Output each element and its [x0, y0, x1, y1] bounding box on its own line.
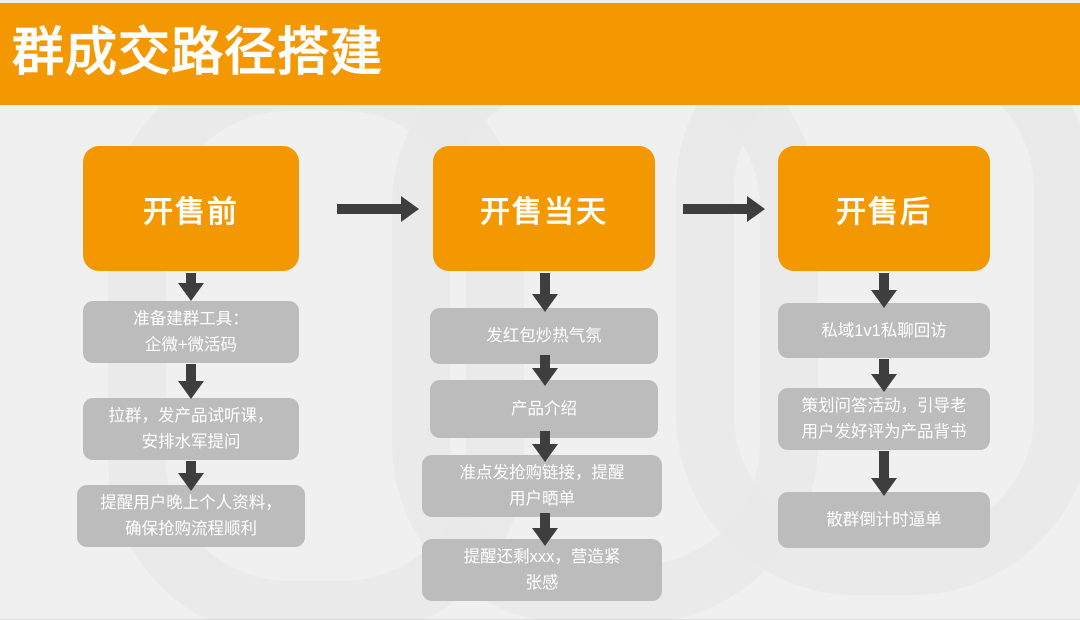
- step-line: 准备建群工具：: [133, 310, 249, 328]
- stage-header-before-sale[interactable]: 开售前: [83, 146, 299, 271]
- down-arrow-icon: [532, 355, 558, 387]
- step-line: 提醒用户晚上个人资料，: [100, 494, 282, 512]
- step-line: 散群倒计时逼单: [826, 511, 942, 529]
- step-line: 张感: [525, 574, 559, 592]
- down-arrow-icon: [178, 273, 204, 301]
- down-arrow-icon: [532, 431, 558, 463]
- right-arrow-icon: [337, 196, 423, 222]
- step-line: 准点发抢购链接，提醒: [459, 464, 625, 482]
- down-arrow-icon: [871, 273, 897, 309]
- step-box[interactable]: 私域1v1私聊回访: [778, 303, 990, 358]
- step-box[interactable]: 提醒还剩xxx，营造紧 张感: [422, 539, 662, 601]
- step-box[interactable]: 散群倒计时逼单: [778, 492, 990, 548]
- title-banner: 群成交路径搭建: [0, 3, 1080, 105]
- step-line: 策划问答活动，引导老: [801, 397, 967, 415]
- down-arrow-icon: [532, 273, 558, 313]
- step-line: 用户晒单: [509, 490, 575, 508]
- down-arrow-icon: [871, 451, 897, 497]
- down-arrow-icon: [178, 461, 204, 491]
- down-arrow-icon: [178, 364, 204, 400]
- step-box[interactable]: 产品介绍: [430, 380, 658, 438]
- stage-header-after-sale[interactable]: 开售后: [778, 146, 990, 271]
- step-line: 提醒还剩xxx，营造紧: [463, 548, 621, 566]
- down-arrow-icon: [871, 359, 897, 393]
- right-arrow-icon: [683, 196, 769, 222]
- page-title: 群成交路径搭建: [12, 24, 384, 82]
- step-line: 企微+微活码: [144, 336, 238, 354]
- stage-header-sale-day[interactable]: 开售当天: [433, 146, 655, 271]
- step-line: 私域1v1私聊回访: [821, 321, 947, 340]
- step-box[interactable]: 准备建群工具： 企微+微活码: [83, 301, 299, 363]
- flow-diagram: 开售前 准备建群工具： 企微+微活码 拉群，发产品试听课， 安排水军提问: [0, 105, 1080, 619]
- step-line: 发红包炒热气氛: [486, 327, 602, 345]
- step-line: 确保抢购流程顺利: [125, 520, 257, 538]
- down-arrow-icon: [532, 513, 558, 547]
- step-box[interactable]: 发红包炒热气氛: [430, 308, 658, 364]
- step-line: 安排水军提问: [141, 433, 241, 451]
- step-box[interactable]: 策划问答活动，引导老 用户发好评为产品背书: [778, 388, 990, 450]
- step-box[interactable]: 拉群，发产品试听课， 安排水军提问: [83, 398, 299, 460]
- step-box[interactable]: 准点发抢购链接，提醒 用户晒单: [422, 455, 662, 517]
- step-line: 产品介绍: [511, 400, 577, 418]
- step-line: 拉群，发产品试听课，: [108, 407, 274, 425]
- step-line: 用户发好评为产品背书: [801, 423, 967, 441]
- step-box[interactable]: 提醒用户晚上个人资料， 确保抢购流程顺利: [77, 485, 305, 547]
